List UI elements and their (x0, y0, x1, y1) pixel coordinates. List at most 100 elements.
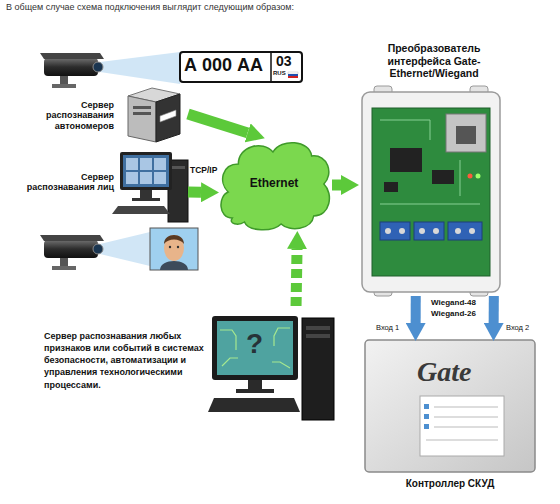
monitor-stand (236, 389, 274, 393)
computer (208, 316, 334, 420)
plate-divider (270, 53, 272, 81)
license-plate (180, 52, 302, 82)
node-title: Сервер распознавания лиц (26, 172, 114, 193)
label-holder: Вход 2 (506, 324, 529, 333)
text-holder: Сервер распознавания любых признаков или… (44, 330, 212, 391)
label-holder: TCP/IP (190, 166, 217, 176)
access-controller: GateКонтроллер СКУД (362, 340, 540, 498)
screw (385, 228, 391, 234)
camera-hood (40, 53, 104, 59)
text-holder: Контроллер СКУД (362, 478, 538, 490)
screen (123, 155, 169, 187)
monitor-stand (140, 190, 152, 198)
tower-side (156, 94, 180, 142)
housing (362, 92, 500, 292)
face-thumb (154, 172, 166, 184)
drive-bay (306, 326, 330, 330)
node-title: Gate (417, 356, 507, 388)
monitor-stand (132, 198, 160, 201)
plate-country: RUS (273, 70, 286, 77)
chip (384, 182, 398, 192)
screw (419, 228, 425, 234)
drive-bay (306, 334, 330, 338)
keyboard (208, 398, 300, 412)
camera-mount (52, 84, 76, 88)
screen (217, 321, 293, 375)
screw (433, 228, 439, 234)
signal-name: Wiegand-26 (431, 309, 476, 318)
plate (180, 52, 302, 82)
dashed-arrow (296, 249, 297, 306)
text-holder: Преобразователь интерфейса Gate-Ethernet… (358, 42, 510, 80)
checkbox (424, 414, 429, 419)
flag-stripe (288, 76, 298, 78)
pcb (372, 108, 490, 276)
screw (455, 228, 461, 234)
trace (380, 204, 480, 205)
sticker-line (434, 417, 498, 418)
face-image (150, 228, 198, 270)
node-title: Преобразователь интерфейса Gate-Ethernet… (358, 42, 510, 80)
monitor (212, 316, 298, 380)
checkbox (424, 404, 429, 409)
label-holder: Wiegand-48 (431, 298, 476, 307)
label-holder: А 000 АА (184, 55, 263, 76)
led (468, 174, 473, 179)
drive-bay (171, 166, 185, 169)
plate-sticker (160, 110, 176, 122)
camera-lens (93, 244, 103, 254)
camera (40, 52, 180, 88)
face-thumb (140, 158, 152, 170)
camera-mount (52, 266, 76, 270)
block-arrow (332, 179, 341, 190)
camera-lens (93, 62, 103, 72)
face (164, 235, 184, 261)
trace (380, 120, 430, 140)
protocol-label: TCP/IP (190, 166, 217, 176)
chip (390, 148, 422, 172)
checkbox (424, 424, 429, 429)
shoulders (160, 261, 188, 270)
view-cone (100, 232, 150, 266)
trace (460, 160, 461, 196)
camera-body (44, 58, 98, 76)
ethernet-jack (446, 114, 486, 152)
housing (365, 340, 535, 472)
label-holder: RUS (273, 70, 286, 77)
monitor-stand (248, 380, 262, 390)
ethernet-cloud: Ethernet (218, 138, 332, 232)
server-tower (128, 88, 180, 142)
terminal-block (380, 222, 410, 240)
page-title: В общем случае схема подключения выгляди… (6, 2, 294, 12)
sticker-line (434, 427, 498, 428)
label-holder: Вход 1 (376, 324, 399, 333)
keyboard (112, 206, 170, 214)
recognition-server: Сервер распознавания любых признаков или… (40, 306, 336, 424)
node-title: Ethernet (218, 177, 330, 191)
flag-stripe (288, 72, 298, 74)
plate-number: А 000 АА (184, 55, 263, 76)
photo-frame (150, 228, 198, 270)
camera-hood (40, 235, 104, 241)
block-arrow (489, 296, 499, 323)
computer (112, 152, 188, 222)
block-arrow (188, 187, 201, 198)
ethernet-jack (456, 126, 476, 144)
camera-body (44, 240, 98, 258)
text-holder: Сервер распознавания лиц (26, 172, 114, 193)
text-holder: Ethernet (218, 177, 330, 191)
face-thumb (126, 158, 138, 170)
sticker-line (426, 440, 498, 441)
terminal-block (414, 222, 444, 240)
screw (399, 228, 405, 234)
label-holder: ? (246, 328, 263, 360)
server-node: Сервер распознавания лиц (26, 148, 188, 230)
tower (302, 318, 334, 420)
tower-front (128, 96, 156, 142)
converter-board (362, 86, 500, 296)
circuit-trace (222, 358, 238, 366)
node-title: Сервер распознавания любых признаков или… (44, 330, 212, 391)
face-thumb (154, 158, 166, 170)
block-arrow (411, 296, 421, 323)
